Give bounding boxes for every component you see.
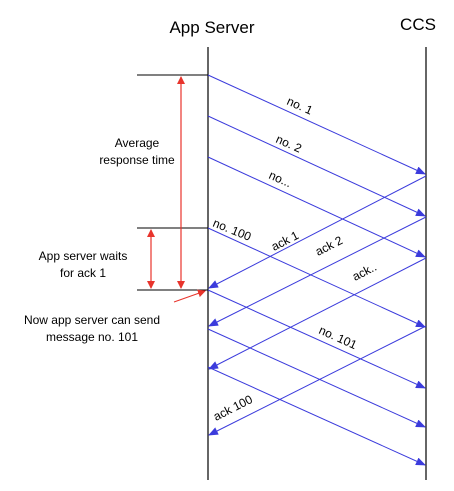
app-server-header: App Server	[169, 18, 254, 37]
message-label-2: no. 2	[274, 132, 304, 156]
pointer-arrow	[173, 289, 206, 303]
ack-label-2: ack 2	[313, 233, 345, 259]
ack-messages	[208, 175, 427, 436]
message-arrow-2	[207, 115, 426, 217]
message-arrow-102	[207, 328, 426, 428]
ack-label-1: ack 1	[269, 228, 301, 254]
waits-label-line2: for ack 1	[60, 266, 106, 280]
average-label-line1: Average	[115, 136, 160, 150]
now-label-line2: message no. 101	[46, 330, 138, 344]
message-arrow-1	[207, 74, 426, 175]
message-arrow-100	[207, 227, 426, 328]
waits-label-line1: App server waits	[39, 249, 128, 263]
now-label-line1: Now app server can send	[24, 313, 160, 327]
average-label-line2: response time	[99, 153, 175, 167]
message-arrow-3	[207, 156, 426, 258]
ack-arrow-100	[208, 325, 427, 436]
ack-arrow-2	[208, 216, 427, 327]
message-label-100: no. 100	[211, 216, 254, 244]
message-label-3: no...	[267, 168, 294, 190]
ack-arrow-3	[208, 257, 427, 370]
message-label-1: no. 1	[285, 94, 315, 118]
ccs-header: CCS	[400, 15, 436, 34]
ack-arrow-1	[208, 175, 427, 289]
outgoing-messages	[207, 74, 426, 466]
ack-label-3: ack..	[350, 260, 379, 284]
message-arrow-103	[207, 366, 426, 466]
message-arrow-101	[207, 289, 426, 389]
ack-label-100: ack 100	[211, 392, 255, 424]
message-label-101: no. 101	[317, 323, 360, 352]
